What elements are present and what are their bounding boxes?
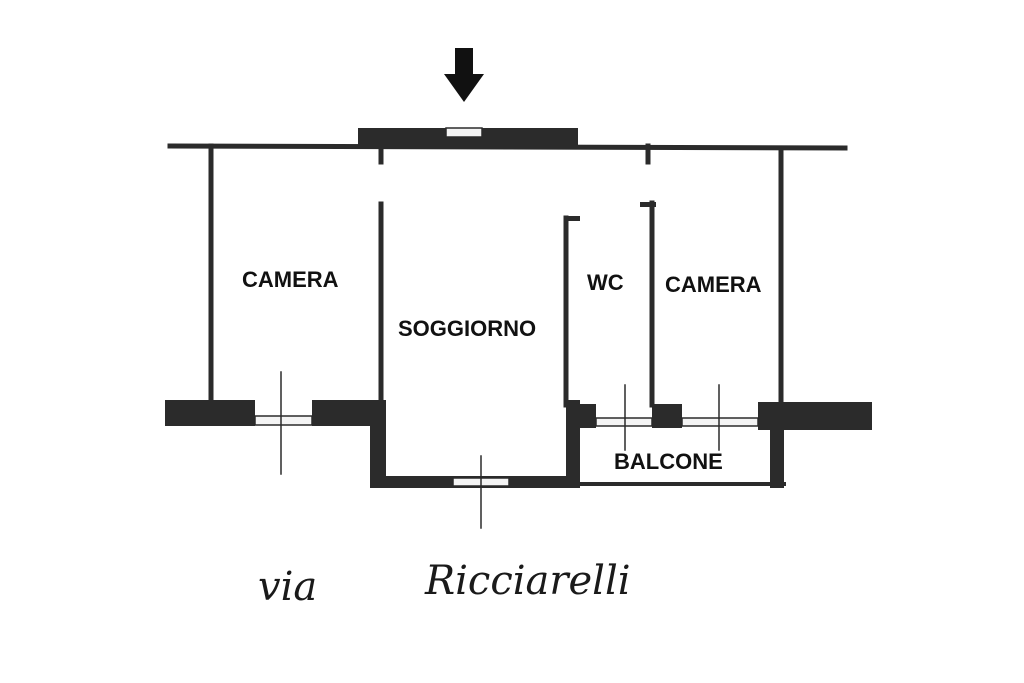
- top-window: [445, 127, 483, 138]
- room-label-soggiorno: SOGGIORNO: [398, 316, 536, 341]
- room-label-camera-left: CAMERA: [242, 267, 339, 292]
- wc-camera-right-walls: [640, 143, 784, 408]
- room-label-camera-right: CAMERA: [665, 272, 762, 297]
- down-arrow-icon: [444, 48, 484, 102]
- street-label-name: Ricciarelli: [424, 558, 631, 604]
- top-wall: [167, 127, 848, 151]
- camera-left-walls: [208, 143, 384, 408]
- camera-left-window: [254, 415, 313, 426]
- camera-right-window: [681, 417, 759, 427]
- room-label-balcone: BALCONE: [614, 449, 723, 474]
- street-label-via: via: [258, 564, 317, 610]
- bottom-right-wall: [566, 384, 872, 451]
- wc-window: [595, 417, 653, 427]
- room-label-wc: WC: [587, 270, 624, 295]
- balcone-walls: [578, 428, 786, 488]
- bottom-left-wall: [165, 371, 386, 475]
- soggiorno-walls: [370, 215, 580, 529]
